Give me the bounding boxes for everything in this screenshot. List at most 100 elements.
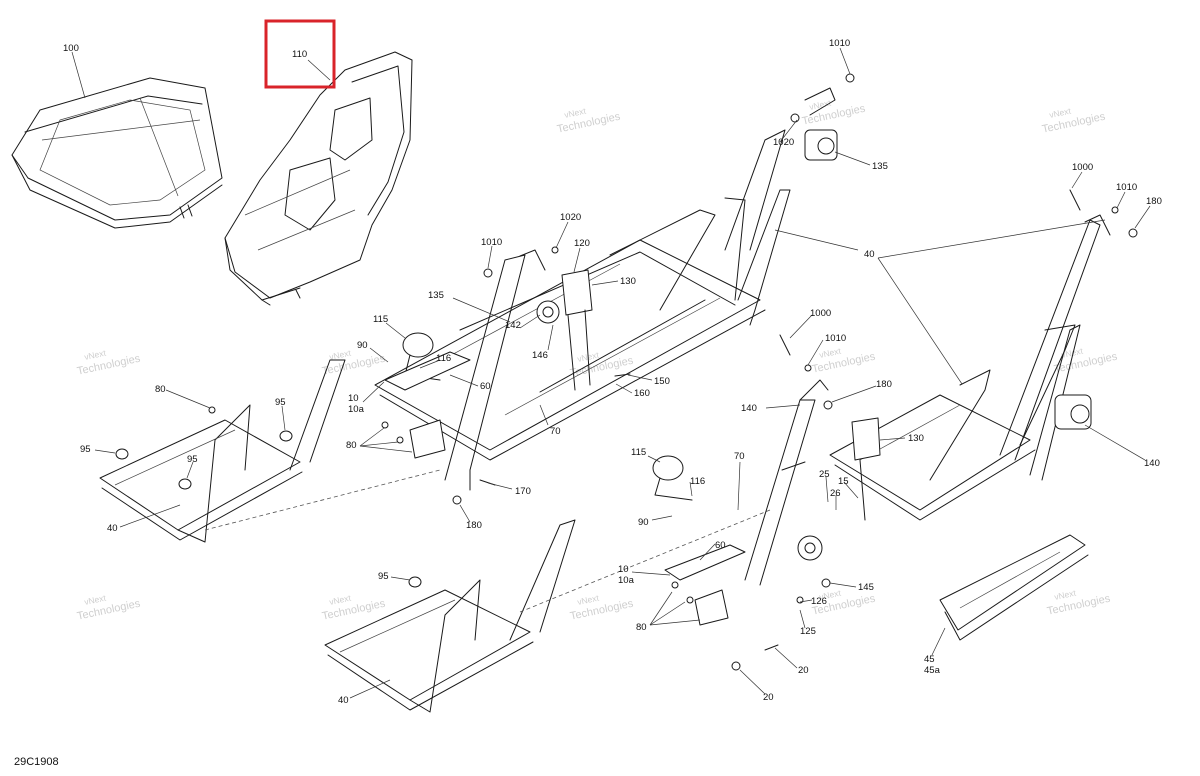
- watermark: vNext Technologies: [569, 350, 635, 380]
- drawing-number: 29C1908: [14, 756, 59, 768]
- callout-10a: 10a: [618, 575, 635, 586]
- callout-140: 140: [741, 403, 757, 414]
- callout-95: 95: [275, 397, 286, 408]
- fasteners: [208, 73, 1138, 671]
- callout-145: 145: [858, 582, 874, 593]
- callout-10: 10: [618, 564, 629, 575]
- callout-26: 26: [830, 488, 841, 499]
- upper-right-seat-belt: [724, 87, 836, 326]
- callout-116: 116: [690, 476, 705, 487]
- callout-1020: 1020: [773, 137, 794, 148]
- retractor-135-upper: [804, 129, 838, 161]
- bumpers: [115, 430, 422, 588]
- callout-150: 150: [654, 376, 670, 387]
- seat-cushion-part: [11, 77, 223, 229]
- watermark: vNext Technologies: [1046, 588, 1112, 618]
- callout-130: 130: [908, 433, 924, 444]
- seat-rail-60-upper: [384, 351, 471, 459]
- lower-base-frame: [324, 519, 576, 713]
- callout-25: 25: [819, 469, 830, 480]
- callout-1000: 1000: [810, 308, 831, 319]
- callout-60: 60: [715, 540, 726, 551]
- callout-10: 10: [348, 393, 359, 404]
- storage-tray-45: [939, 534, 1089, 641]
- callout-95: 95: [80, 444, 91, 455]
- callout-116: 116: [436, 353, 451, 364]
- retractor-142: [536, 300, 560, 324]
- callout-95: 95: [378, 571, 389, 582]
- watermark: vNext Technologies: [1041, 106, 1107, 136]
- callout-125: 125: [800, 626, 816, 637]
- svg-text:vNext: vNext: [1053, 588, 1077, 602]
- left-seat-belt: [444, 249, 546, 491]
- watermark: vNext Technologies: [321, 593, 387, 623]
- callout-160: 160: [634, 388, 650, 399]
- alignment-line: [204, 469, 441, 531]
- watermark: vNext Technologies: [1053, 346, 1119, 376]
- svg-text:vNext: vNext: [83, 593, 107, 607]
- callout-135: 135: [428, 290, 444, 301]
- callout-45: 45: [924, 654, 935, 665]
- callout-15: 15: [838, 476, 849, 487]
- callout-1010: 1010: [1116, 182, 1137, 193]
- callout-1000: 1000: [1072, 162, 1093, 173]
- callout-45a: 45a: [924, 665, 941, 676]
- watermark: vNext Technologies: [811, 346, 877, 376]
- highlight-box: [264, 19, 336, 89]
- main-seat-frame: [374, 197, 766, 461]
- callout-140: 140: [1144, 458, 1160, 469]
- buckle-130-upper: [561, 269, 593, 391]
- callout-1010: 1010: [481, 237, 502, 248]
- left-base-frame: [99, 359, 346, 543]
- svg-text:vNext: vNext: [83, 348, 107, 362]
- leader-lines: [71, 47, 1151, 699]
- callout-142: 142: [505, 320, 521, 331]
- buckle-130-lower: [851, 417, 881, 521]
- watermark: vNext Technologies: [801, 98, 867, 128]
- svg-text:vNext: vNext: [563, 106, 587, 120]
- callout-120: 120: [574, 238, 590, 249]
- callout-100: 100: [63, 43, 79, 54]
- callout-115: 115: [631, 447, 646, 458]
- callout-130: 130: [620, 276, 636, 287]
- callout-10a: 10a: [348, 404, 365, 415]
- callout-1020: 1020: [560, 212, 581, 223]
- callout-146: 146: [532, 350, 548, 361]
- watermark: vNext Technologies: [569, 593, 635, 623]
- callout-20: 20: [798, 665, 809, 676]
- svg-text:vNext: vNext: [1060, 346, 1084, 360]
- callout-1010: 1010: [825, 333, 846, 344]
- svg-text:vNext: vNext: [818, 588, 842, 602]
- watermark: vNext Technologies: [321, 348, 387, 378]
- callout-180: 180: [876, 379, 892, 390]
- retractor-lower: [797, 535, 823, 561]
- watermarks: vNext Technologies vNext Technologies vN…: [76, 98, 1119, 623]
- callout-1010: 1010: [829, 38, 850, 49]
- svg-text:vNext: vNext: [576, 593, 600, 607]
- callout-180: 180: [466, 520, 482, 531]
- seat-rail-60-lower: [664, 544, 746, 626]
- callout-80: 80: [155, 384, 166, 395]
- far-right-seat-belt: [999, 214, 1111, 481]
- callout-70: 70: [734, 451, 745, 462]
- callout-20: 20: [763, 692, 774, 703]
- callout-95: 95: [187, 454, 198, 465]
- callout-115: 115: [373, 314, 388, 325]
- callout-labels: 100 110 1010 1020 135 1010 1020 120 130 …: [63, 38, 1162, 706]
- callout-40: 40: [338, 695, 349, 706]
- callout-40: 40: [864, 249, 875, 260]
- svg-text:vNext: vNext: [328, 348, 352, 362]
- svg-text:vNext: vNext: [1048, 106, 1072, 120]
- watermark: vNext Technologies: [76, 348, 142, 378]
- callout-80: 80: [636, 622, 647, 633]
- callout-126: 126: [811, 596, 827, 607]
- mid-right-seat-belt: [744, 379, 829, 586]
- svg-text:vNext: vNext: [818, 346, 842, 360]
- callout-170: 170: [515, 486, 531, 497]
- alignment-line: [519, 509, 771, 613]
- watermark: vNext Technologies: [556, 106, 622, 136]
- callout-70: 70: [550, 426, 561, 437]
- callout-135: 135: [872, 161, 888, 172]
- callout-90: 90: [357, 340, 368, 351]
